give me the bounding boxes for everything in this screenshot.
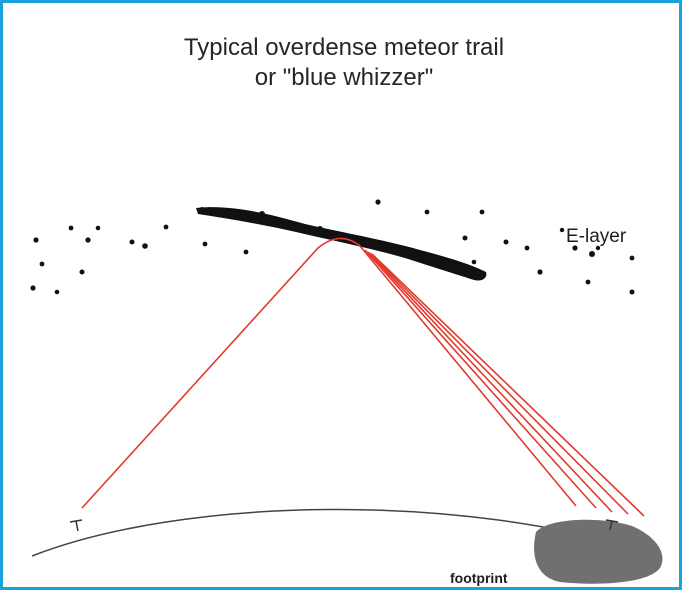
transmitter-marker — [69, 519, 83, 532]
e-layer-dots — [30, 199, 635, 295]
footprint-label: footprint — [450, 570, 508, 586]
title-line-1: Typical overdense meteor trail — [183, 34, 505, 61]
e-layer-label: E-layer — [566, 226, 627, 247]
radio-rays — [81, 237, 645, 517]
receiver-marker — [605, 519, 619, 531]
footprint-area — [534, 519, 663, 584]
diagram-title: Typical overdense meteor trail or "blue … — [3, 33, 682, 93]
meteor-trail — [196, 207, 487, 281]
title-line-2: or "blue whizzer" — [254, 64, 434, 91]
